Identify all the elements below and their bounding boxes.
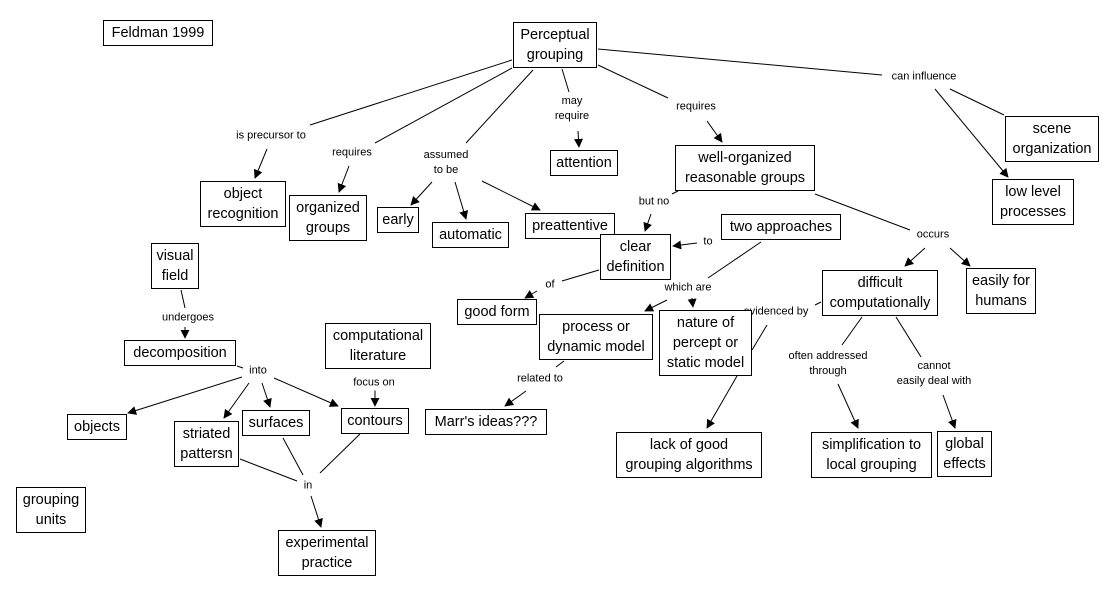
link-label-of: of	[544, 277, 556, 293]
edge-arrow	[706, 120, 723, 143]
link-label-requires: requires	[331, 145, 373, 161]
edge-line	[319, 433, 361, 474]
edge-arrow	[904, 247, 926, 267]
link-label-but-no: but no	[637, 194, 671, 210]
link-label-assumed-to-be: assumed to be	[422, 148, 470, 178]
edge-line	[949, 88, 1005, 116]
concept-grouping-units[interactable]: grouping units	[16, 487, 86, 533]
concept-object-recognition[interactable]: object recognition	[200, 181, 286, 227]
edge-arrow	[223, 382, 250, 419]
concept-two-approaches[interactable]: two approaches	[721, 214, 841, 240]
edge-line	[561, 68, 570, 93]
edge-line	[751, 324, 768, 351]
concept-early[interactable]: early	[377, 207, 419, 233]
edge-line	[841, 316, 863, 346]
edge-arrow	[524, 290, 538, 299]
concept-feldman-1999[interactable]: Feldman 1999	[103, 20, 213, 46]
concept-experimental-practice[interactable]: experimental practice	[278, 530, 376, 576]
edge-line	[239, 458, 298, 482]
link-label-may-require: may require	[553, 94, 591, 124]
link-label-to: to	[702, 234, 714, 250]
link-label-focus-on: focus on	[352, 375, 396, 391]
edge-arrow	[942, 394, 957, 429]
edge-arrow	[949, 247, 971, 267]
edge-line	[671, 190, 679, 195]
link-label-often-addressed-through: often addressed through	[787, 349, 869, 379]
edge-arrow	[934, 88, 1009, 178]
concept-clear-definition[interactable]: clear definition	[600, 234, 671, 280]
edge-arrow	[273, 377, 339, 407]
edge-line	[597, 64, 669, 99]
concept-difficult-computationally[interactable]: difficult computationally	[822, 270, 938, 316]
concept-visual-field[interactable]: visual field	[151, 243, 199, 289]
edge-line	[707, 241, 762, 279]
concept-nature-of-percept-or-static-model[interactable]: nature of percept or static model	[659, 310, 752, 376]
concept-objects[interactable]: objects	[67, 414, 127, 440]
concept-organized-groups[interactable]: organized groups	[289, 195, 367, 241]
concept-easily-for-humans[interactable]: easily for humans	[966, 268, 1036, 314]
concept-decomposition[interactable]: decomposition	[124, 340, 236, 366]
concept-surfaces[interactable]: surfaces	[242, 410, 310, 436]
concept-low-level-processes[interactable]: low level processes	[992, 179, 1074, 225]
edge-arrow	[337, 165, 350, 193]
concept-marrs-ideas[interactable]: Marr's ideas???	[425, 409, 547, 435]
link-label-undergoes: undergoes	[161, 310, 215, 326]
link-label-can-influence: can influence	[890, 69, 958, 85]
concept-good-form[interactable]: good form	[457, 299, 537, 325]
edge-line	[895, 316, 922, 358]
edge-line	[465, 69, 534, 144]
edge-arrow	[504, 390, 527, 407]
link-label-in: in	[302, 478, 314, 494]
edge-line	[561, 269, 600, 282]
link-label-which-are: which are	[663, 280, 713, 296]
edge-line	[814, 301, 822, 306]
link-label-into: into	[248, 363, 268, 379]
edge-arrow	[644, 299, 668, 312]
concept-global-effects[interactable]: global effects	[937, 431, 992, 477]
concept-simplification-to-local-grouping[interactable]: simplification to local grouping	[811, 432, 932, 478]
edge-arrow	[261, 382, 272, 408]
concept-scene-organization[interactable]: scene organization	[1005, 116, 1099, 162]
edge-arrow	[310, 495, 323, 528]
link-label-is-precursor-to: is precursor to	[235, 128, 307, 144]
link-label-requires: requires	[675, 99, 717, 115]
edge-arrow	[454, 181, 469, 220]
edge-line	[555, 360, 565, 368]
edge-line	[282, 437, 304, 476]
edge-line	[374, 67, 513, 144]
edge-arrow	[643, 213, 652, 232]
link-label-cannot-easily-deal-with: cannot easily deal with	[895, 359, 973, 389]
link-label-occurs: occurs	[915, 227, 951, 243]
edge-arrow	[706, 375, 738, 429]
concept-striated-patterns[interactable]: striated pattersn	[174, 421, 239, 467]
concept-well-organized-reasonable-groups[interactable]: well-organized reasonable groups	[675, 145, 815, 191]
edge-arrow	[837, 383, 859, 429]
edge-line	[814, 193, 911, 231]
edge-arrow	[410, 181, 433, 206]
concept-process-or-dynamic-model[interactable]: process or dynamic model	[539, 314, 653, 360]
edge-line	[309, 59, 513, 126]
edge-arrow	[253, 148, 268, 179]
link-label-evidenced-by: evidenced by	[743, 305, 809, 318]
concept-computational-literature[interactable]: computational literature	[325, 323, 431, 369]
edge-arrow	[574, 130, 583, 148]
edge-line	[180, 289, 186, 309]
edge-arrow	[687, 297, 697, 308]
edge-arrow	[127, 376, 243, 415]
edge-line	[597, 48, 883, 76]
concept-attention[interactable]: attention	[550, 150, 618, 176]
concept-contours[interactable]: contours	[341, 408, 409, 434]
link-label-related-to: related to	[516, 371, 564, 387]
edge-arrow	[481, 180, 541, 211]
concept-lack-of-good-grouping-algorithms[interactable]: lack of good grouping algorithms	[616, 432, 762, 478]
edge-line	[236, 365, 244, 369]
concept-perceptual-grouping[interactable]: Perceptual grouping	[513, 22, 597, 68]
concept-automatic[interactable]: automatic	[432, 222, 509, 248]
edge-arrow	[672, 240, 698, 250]
